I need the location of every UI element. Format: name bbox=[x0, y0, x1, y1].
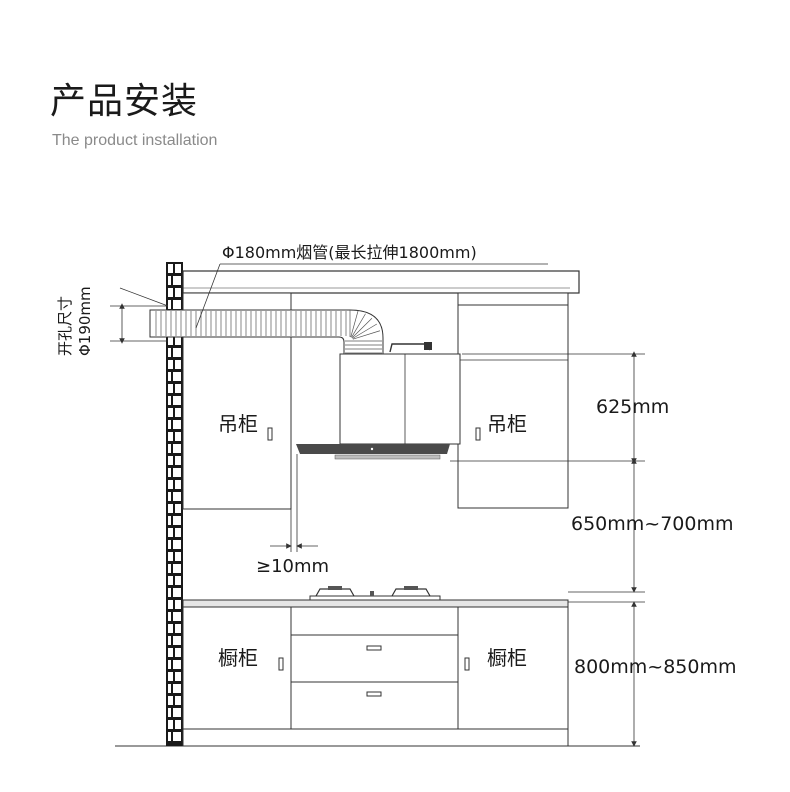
range-hood bbox=[296, 342, 461, 460]
lower-cabinet-right bbox=[457, 606, 569, 730]
dim-hood-to-stove: 650mm~700mm bbox=[571, 513, 733, 535]
upper-cabinet-right-label: 吊柜 bbox=[487, 412, 527, 436]
cabinet-handle bbox=[267, 427, 273, 441]
drawer-handle bbox=[366, 691, 382, 697]
pipe-label: Φ180mm烟管(最长拉伸1800mm) bbox=[222, 243, 477, 262]
cabinet-handle bbox=[475, 427, 481, 441]
drawer-handle bbox=[366, 645, 382, 651]
drawer-unit bbox=[290, 606, 459, 730]
cabinet-plinth bbox=[182, 728, 569, 747]
cabinet-handle bbox=[464, 657, 470, 671]
upper-cabinet-right bbox=[457, 304, 569, 509]
upper-cabinet-left-label: 吊柜 bbox=[218, 412, 258, 436]
cabinet-handle bbox=[278, 657, 284, 671]
clearance-label: ≥10mm bbox=[256, 556, 329, 577]
lower-cabinet-left bbox=[182, 606, 292, 730]
ceiling-board bbox=[182, 270, 580, 294]
countertop bbox=[182, 599, 569, 608]
dim-hood-height: 625mm bbox=[596, 396, 669, 418]
lower-cabinet-left-label: 橱柜 bbox=[218, 646, 258, 670]
exhaust-pipe bbox=[149, 309, 384, 355]
dim-counter-height: 800mm~850mm bbox=[574, 656, 736, 678]
page-title: 产品安装 bbox=[50, 81, 199, 122]
hole-label-line2: Φ190mm bbox=[76, 286, 94, 356]
page-subtitle: The product installation bbox=[52, 132, 218, 149]
lower-cabinet-right-label: 橱柜 bbox=[487, 646, 527, 670]
hole-label-line1: 开孔尺寸 bbox=[56, 296, 74, 356]
